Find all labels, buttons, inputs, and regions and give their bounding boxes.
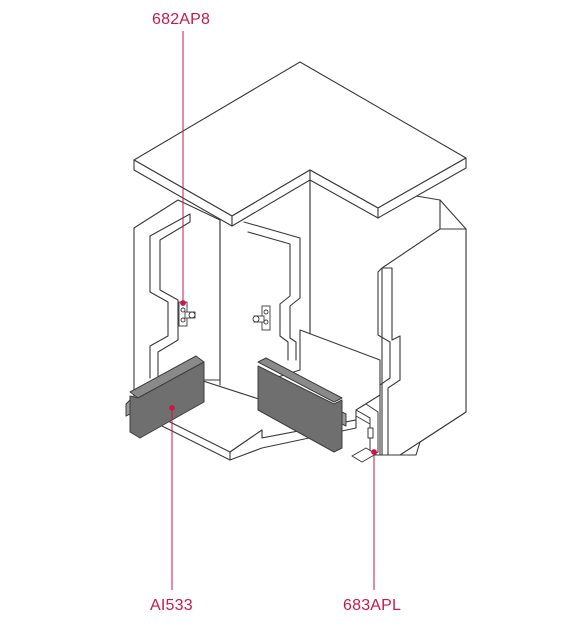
- leader-dot-682ap8: [180, 300, 186, 306]
- callout-label-683apl: 683APL: [343, 597, 402, 614]
- left-plinth-rail: [125, 355, 205, 439]
- corner-connector-bracket: [351, 403, 379, 463]
- leader-dot-ai533: [169, 405, 175, 411]
- callout-label-682ap8: 682AP8: [152, 11, 211, 28]
- leader-dot-683apl: [371, 449, 377, 455]
- clip-bracket-middle: [252, 305, 271, 331]
- callout-leaders: [169, 31, 377, 590]
- right-plinth-rail: [257, 357, 347, 453]
- callout-label-ai533: AI533: [150, 597, 193, 614]
